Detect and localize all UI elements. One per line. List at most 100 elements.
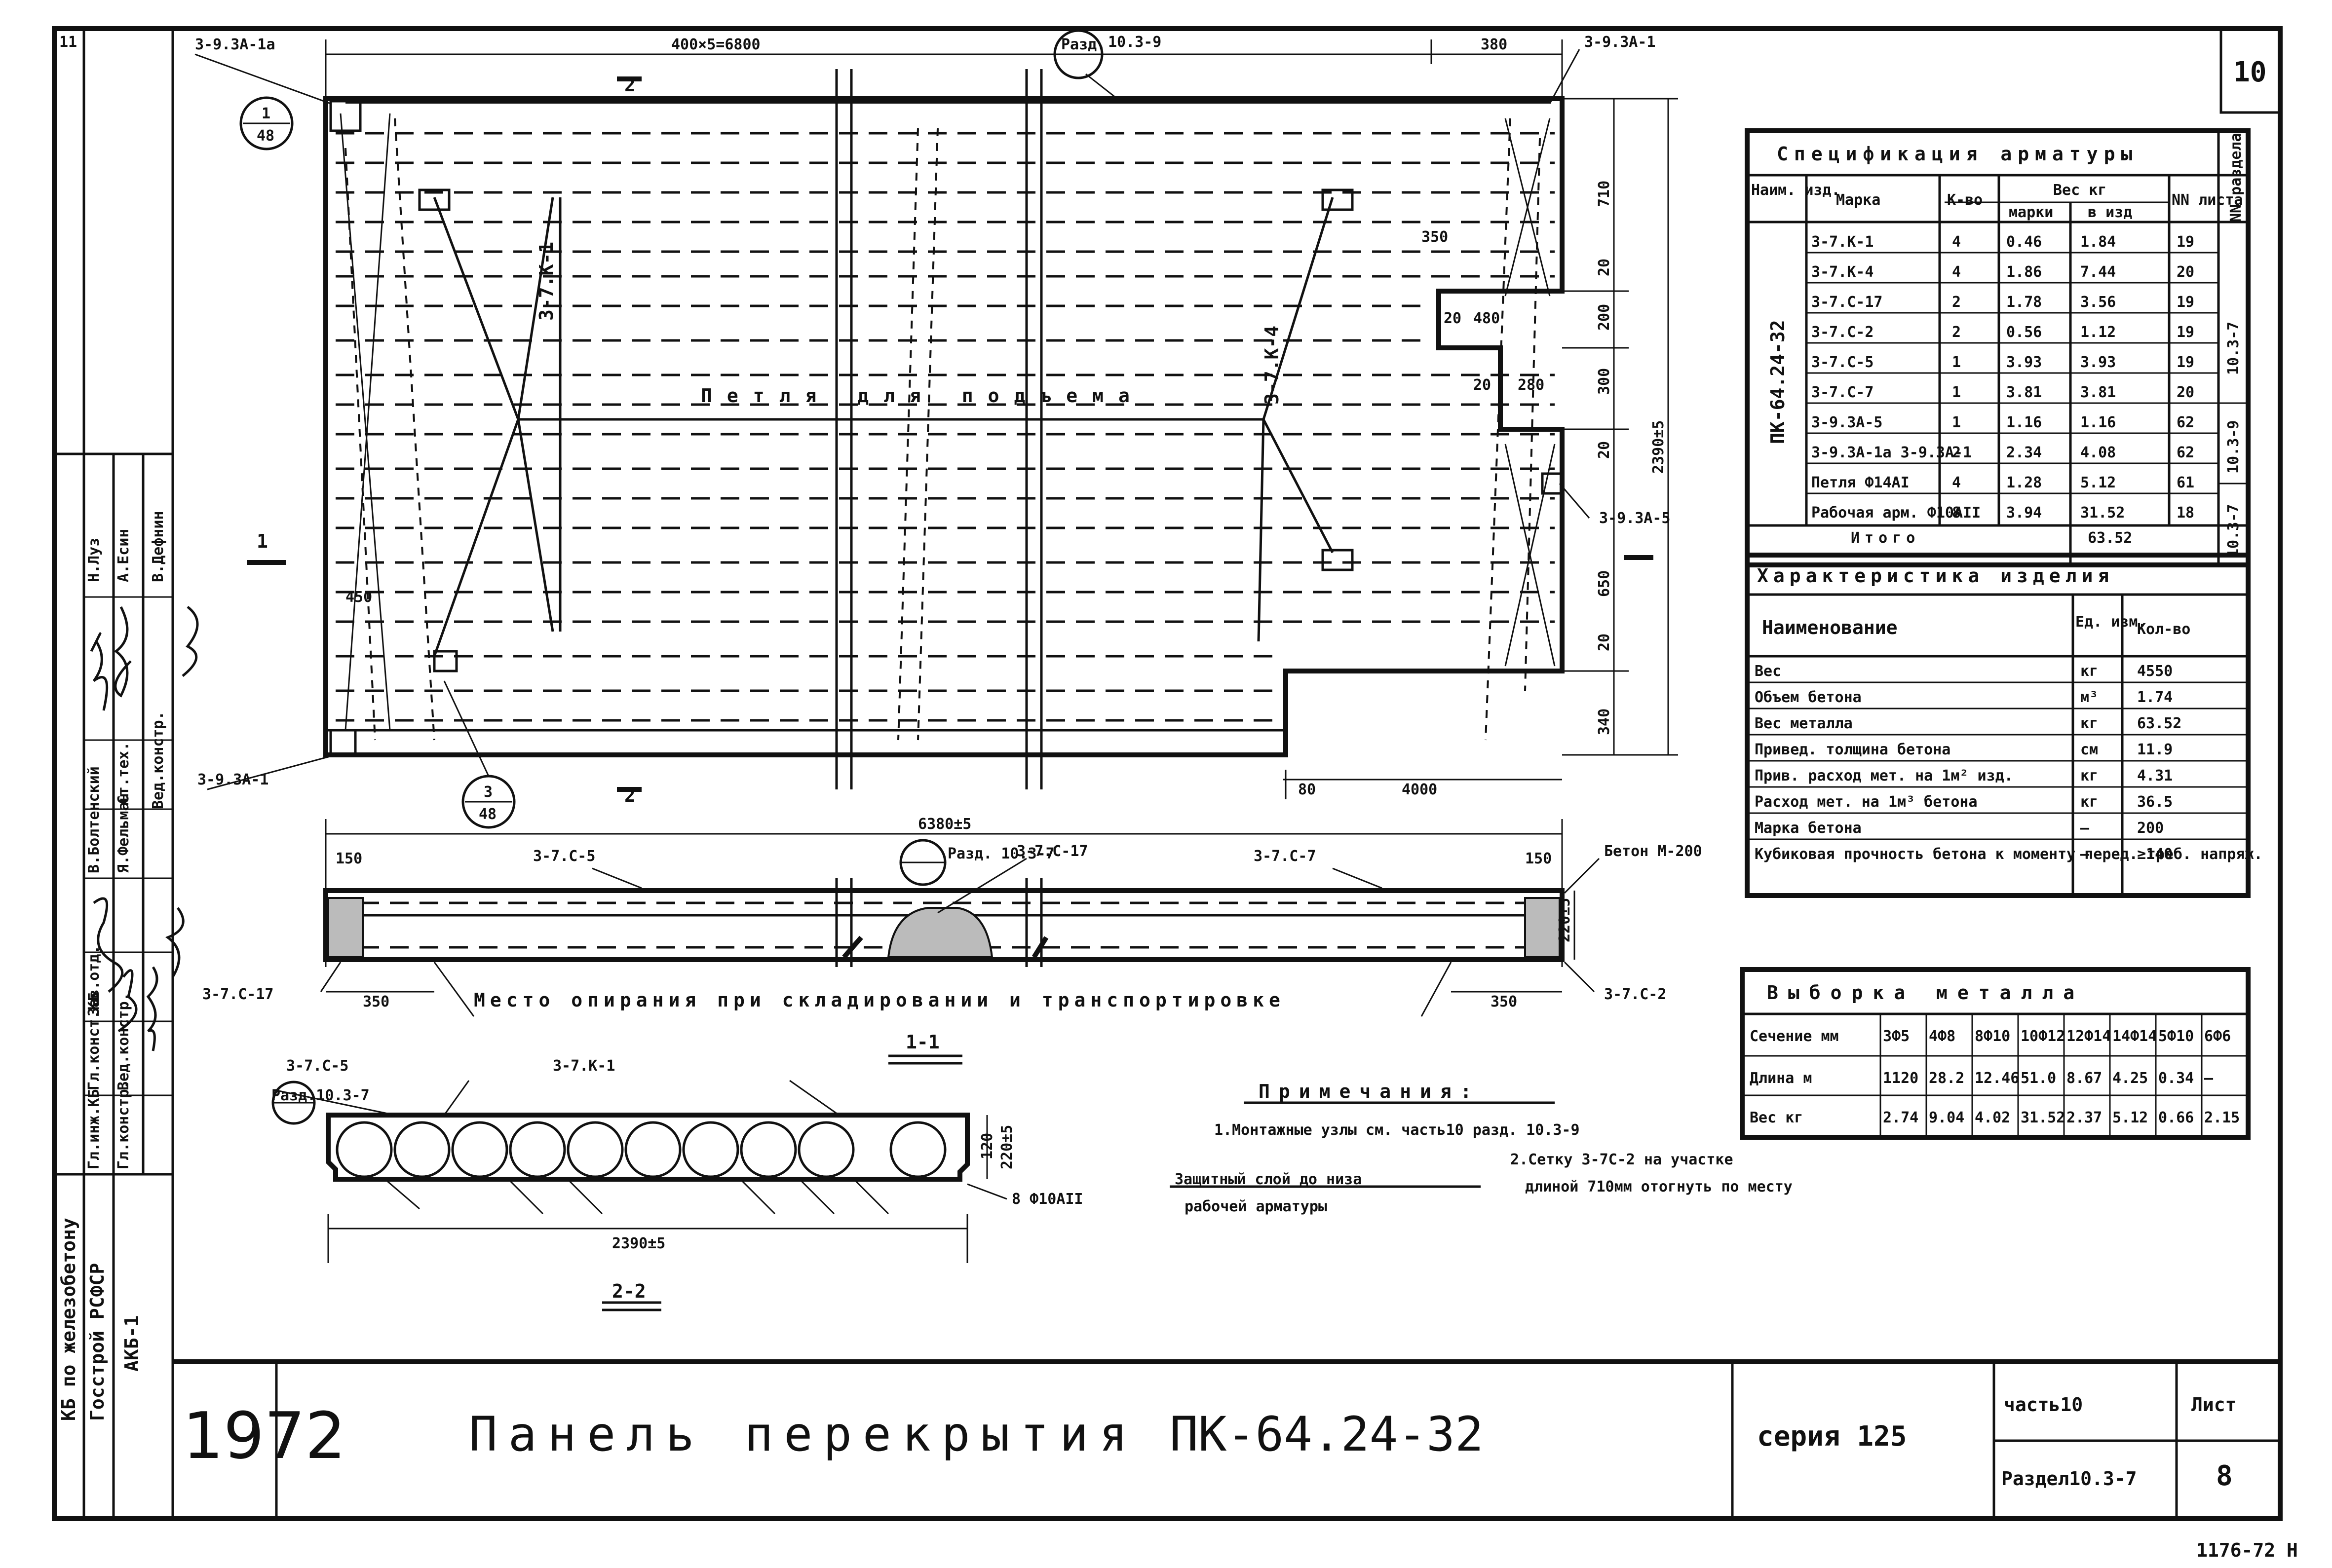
series: серия 125 bbox=[1757, 1420, 1907, 1453]
plan-dim: 480 bbox=[1473, 310, 1500, 327]
stamp-role: Ст.тех. bbox=[115, 742, 132, 804]
plan-dim: 340 bbox=[1596, 709, 1613, 735]
section-1-1 bbox=[320, 819, 1600, 1065]
year: 1972 bbox=[183, 1398, 346, 1473]
spec-cell: 3.81 bbox=[2006, 384, 2042, 401]
section-dim: 6380±5 bbox=[918, 816, 971, 833]
spec-cell: 4 bbox=[1952, 474, 1961, 491]
spec-cell: 1 bbox=[1952, 354, 1961, 371]
stamp-name: В.Дефнин bbox=[150, 511, 167, 583]
org-name: КБ по железобетону bbox=[58, 1218, 79, 1421]
signature bbox=[90, 632, 109, 711]
spec-cell: 3-7.С-17 bbox=[1811, 294, 1883, 311]
stamp-name: В.Болтенский bbox=[85, 766, 103, 873]
steel-cell: 4Ф8 bbox=[1929, 1028, 1955, 1045]
steel-table-rows: 3Ф511202.744Ф828.29.048Ф1012.464.0210Ф12… bbox=[1883, 1028, 2240, 1126]
spec-cell: 3-7.С-5 bbox=[1811, 354, 1873, 371]
detail-callout-1-sheet: 48 bbox=[257, 127, 274, 145]
section-dim: 350 bbox=[363, 993, 389, 1010]
spec-header: К-во bbox=[1947, 191, 1983, 209]
detail-callout-1-num: 1 bbox=[262, 105, 270, 122]
char-title: Характеристика изделия bbox=[1757, 565, 2114, 587]
mesh-label: 3-7.С-2 bbox=[1604, 986, 1666, 1003]
steel-cell: 51.0 bbox=[2021, 1070, 2056, 1087]
char-cell: кг bbox=[2080, 663, 2098, 680]
spec-cell: 19 bbox=[2177, 294, 2194, 311]
spec-cell: 19 bbox=[2177, 233, 2194, 251]
plan-dim: 280 bbox=[1518, 376, 1544, 394]
steel-cell: — bbox=[2204, 1070, 2214, 1087]
section-title: 1-1 bbox=[906, 1031, 940, 1053]
section-dim: 120 bbox=[979, 1133, 996, 1159]
spec-cell: 5.12 bbox=[2080, 474, 2116, 491]
signature bbox=[93, 897, 124, 993]
plan-dim: 300 bbox=[1596, 368, 1613, 395]
mesh-label: 3-7.К-1 bbox=[535, 242, 557, 321]
char-cell: 36.5 bbox=[2137, 793, 2173, 811]
mark-label: 3-9.3А-1 bbox=[197, 771, 269, 788]
mesh-label: 3-7.С-17 bbox=[202, 986, 274, 1003]
mesh-label: 3-7.С-17 bbox=[1017, 843, 1088, 860]
spec-total: 63.52 bbox=[2088, 529, 2132, 547]
steel-cell: 5.12 bbox=[2112, 1109, 2148, 1126]
char-cell: Вес металла bbox=[1755, 715, 1853, 732]
section-cut-label: 2 bbox=[624, 784, 636, 806]
steel-cell: 2.15 bbox=[2204, 1109, 2240, 1126]
section-cut-label: 2 bbox=[624, 74, 636, 96]
org-ministry: Госстрой РСФСР bbox=[86, 1263, 108, 1421]
steel-cell: 0.34 bbox=[2158, 1070, 2194, 1087]
section-label: Раздел10.3-7 bbox=[2001, 1468, 2137, 1490]
spec-cell: 3.94 bbox=[2006, 504, 2042, 522]
spec-header: марки bbox=[2009, 204, 2053, 221]
detail-callout-top bbox=[1053, 29, 1121, 102]
spec-cell: 1.16 bbox=[2080, 414, 2116, 431]
detail-callout-3-num: 3 bbox=[484, 784, 493, 801]
spec-cell: 20 bbox=[2177, 263, 2194, 281]
lifting-loop-text: Петля для подъема bbox=[701, 385, 1145, 407]
mesh-label: 3-7.К-4 bbox=[1261, 326, 1283, 405]
spec-header: в изд bbox=[2088, 204, 2132, 221]
signature bbox=[114, 606, 132, 698]
spec-cell: 3-9.3А-5 bbox=[1811, 414, 1883, 431]
spec-cell: 19 bbox=[2177, 354, 2194, 371]
stamp-role: Гл.констр. bbox=[115, 1080, 132, 1169]
spec-section: 10.3-7 bbox=[2225, 504, 2242, 558]
spec-total-label: Итого bbox=[1851, 529, 1920, 547]
spec-cell: 3-7.С-7 bbox=[1811, 384, 1873, 401]
steel-header: Сечение мм bbox=[1750, 1028, 1839, 1045]
detail-callout-top-sheet: 10.3-9 bbox=[1108, 34, 1161, 51]
detail-ref: Разд.10.3-7 bbox=[271, 1087, 370, 1104]
stamp-name: Я.Фельман bbox=[115, 793, 132, 873]
sheet-label: Лист bbox=[2191, 1394, 2237, 1416]
plan-dim: 20 bbox=[1596, 259, 1613, 276]
spec-cell: 1 bbox=[1952, 414, 1961, 431]
section-1-outline bbox=[323, 888, 1565, 962]
steel-cell: 8Ф10 bbox=[1975, 1028, 2010, 1045]
plan-dim: 400×5=6800 bbox=[671, 36, 761, 53]
spec-cell: 3.56 bbox=[2080, 294, 2116, 311]
section-title: 2-2 bbox=[612, 1280, 646, 1302]
signature bbox=[165, 907, 185, 978]
stamp-name: А.Есин bbox=[115, 529, 132, 582]
char-cell: 1.74 bbox=[2137, 689, 2173, 706]
note-1: 1.Монтажные узлы см. часть10 разд. 10.3-… bbox=[1214, 1121, 1580, 1139]
bar-label: 8 Ф10АII bbox=[1012, 1191, 1083, 1208]
char-cell: Прив. расход мет. на 1м² изд. bbox=[1755, 767, 2013, 784]
spec-cell: 1 bbox=[1952, 384, 1961, 401]
spec-cell: 1.16 bbox=[2006, 414, 2042, 431]
spec-cell: 1.84 bbox=[2080, 233, 2116, 251]
spec-cell: 2.34 bbox=[2006, 444, 2042, 461]
steel-cell: 10Ф12 bbox=[2021, 1028, 2065, 1045]
plan-dim: 20 bbox=[1596, 441, 1613, 459]
char-cell: Вес bbox=[1755, 663, 1781, 680]
steel-cell: 4.25 bbox=[2112, 1070, 2148, 1087]
corner-mark: 11 bbox=[59, 34, 77, 51]
detail-ref: Разд. 10.3-7 bbox=[948, 845, 1055, 862]
detail-callout-3 bbox=[443, 680, 516, 829]
mark-label: 3-9.3А-1 bbox=[1584, 34, 1656, 51]
product-mark: ПК-64.24-32 bbox=[1170, 1407, 1484, 1462]
archive-number: 1176-72 Н bbox=[2196, 1539, 2298, 1561]
char-cell: кг bbox=[2080, 793, 2098, 811]
plan-dim: 80 bbox=[1298, 781, 1316, 798]
char-cell: ≥140 bbox=[2137, 846, 2173, 863]
